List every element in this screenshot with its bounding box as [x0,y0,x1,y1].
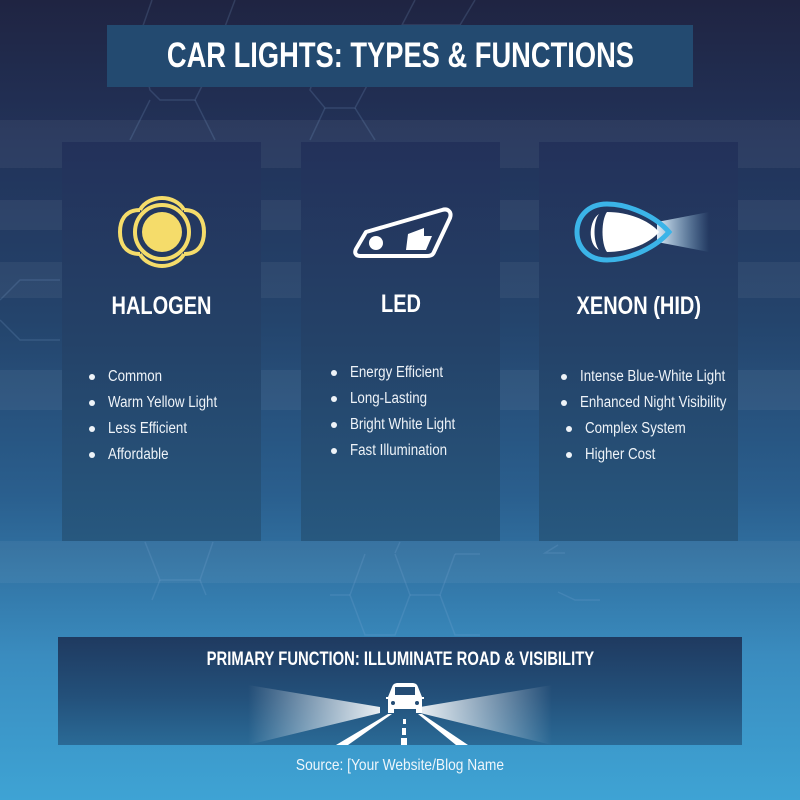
feature-list: Intense Blue-White Light Enhanced Night … [561,364,750,468]
list-item: Affordable [89,442,235,468]
card-halogen: HALOGEN Common Warm Yellow Light Less Ef… [62,142,261,541]
list-item: Enhanced Night Visibility [561,390,750,416]
list-item: Fast Illumination [331,438,472,464]
list-item: Less Efficient [89,416,235,442]
card-title: HALOGEN [111,292,212,320]
title-banner: CAR LIGHTS: TYPES & FUNCTIONS [107,25,693,87]
led-headlight-icon [301,194,500,270]
page-title: CAR LIGHTS: TYPES & FUNCTIONS [166,36,634,75]
halogen-bulb-icon [62,194,261,270]
card-title: XENON (HID) [576,292,701,320]
car-on-road-icon [248,683,552,745]
list-item: Higher Cost [566,442,750,468]
list-item: Energy Efficient [331,360,472,386]
feature-list: Energy Efficient Long-Lasting Bright Whi… [331,360,472,464]
list-item: Common [89,364,235,390]
list-item: Intense Blue-White Light [561,364,750,390]
card-xenon: XENON (HID) Intense Blue-White Light Enh… [539,142,738,541]
primary-function-title: PRIMARY FUNCTION: ILLUMINATE ROAD & VISI… [206,649,594,670]
list-item: Bright White Light [331,412,472,438]
list-item: Complex System [566,416,750,442]
feature-list: Common Warm Yellow Light Less Efficient … [89,364,235,468]
xenon-bulb-icon [539,194,738,270]
primary-function-panel: PRIMARY FUNCTION: ILLUMINATE ROAD & VISI… [58,637,742,745]
card-title: LED [380,290,421,318]
card-led: LED Energy Efficient Long-Lasting Bright… [301,142,500,541]
background-band [0,541,800,583]
list-item: Warm Yellow Light [89,390,235,416]
source-credit: Source: [Your Website/Blog Name [295,757,505,774]
list-item: Long-Lasting [331,386,472,412]
